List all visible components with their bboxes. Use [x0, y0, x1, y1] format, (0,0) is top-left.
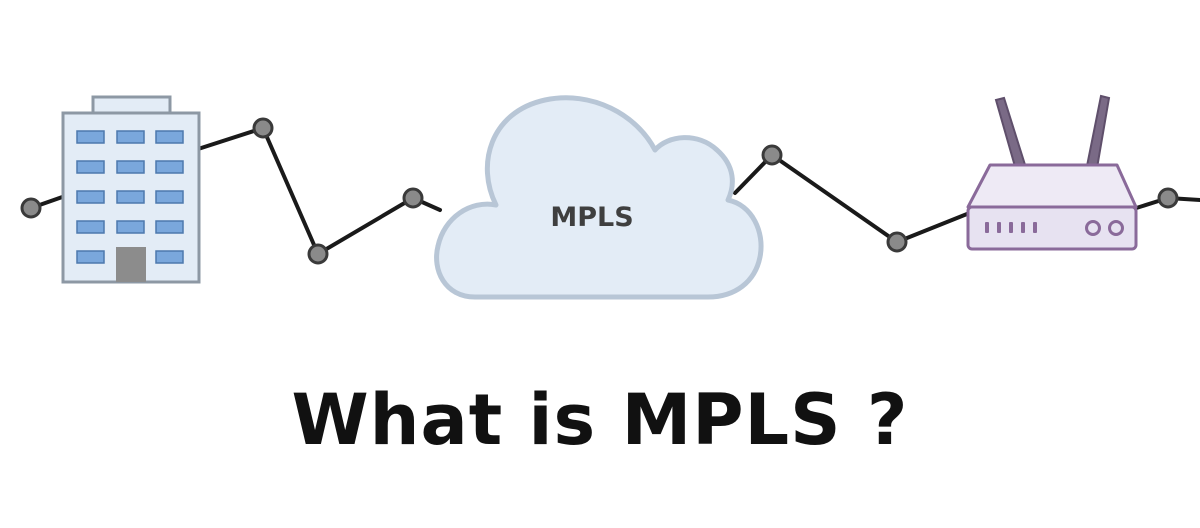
mpls-network-diagram: MPLS [20, 94, 1200, 300]
router-port-2 [1108, 220, 1124, 236]
network-node [307, 243, 329, 265]
router-indicator-lights [985, 222, 1037, 233]
network-nodes [20, 117, 1179, 265]
office-building-icon [61, 95, 201, 284]
link-cloud-to-router [733, 153, 974, 244]
network-node [761, 144, 783, 166]
network-node [252, 117, 274, 139]
network-node [886, 231, 908, 253]
router-antenna-left [994, 96, 1028, 172]
network-node [20, 197, 42, 219]
page-title: What is MPLS ? [291, 379, 909, 461]
router-port-1 [1085, 220, 1101, 236]
cloud-label: MPLS [550, 202, 633, 233]
wifi-router-icon [966, 94, 1138, 251]
building-door [116, 247, 146, 282]
network-node [402, 187, 424, 209]
cloud-icon: MPLS [434, 95, 764, 300]
link-building-to-cloud [193, 126, 442, 256]
network-node [1157, 187, 1179, 209]
router-antenna-right [1085, 94, 1111, 170]
